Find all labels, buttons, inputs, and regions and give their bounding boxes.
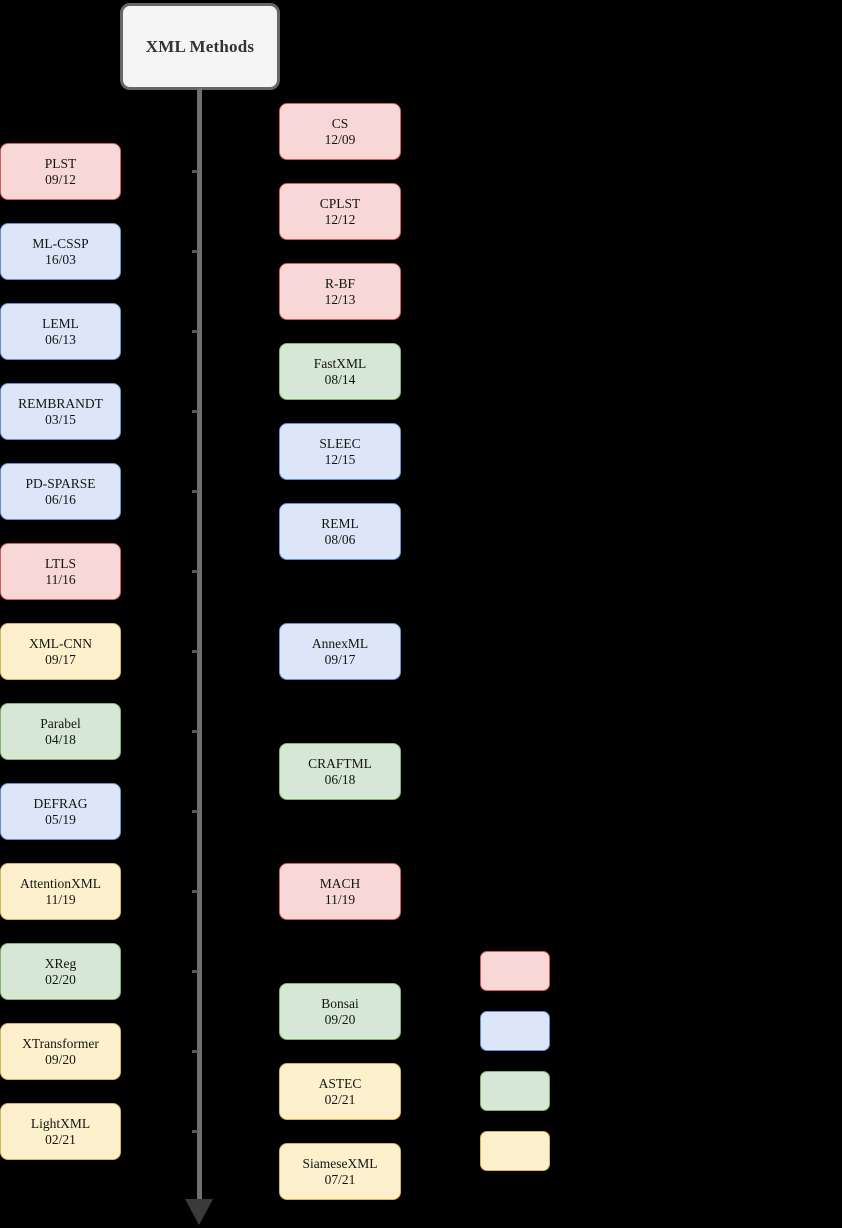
- method-node-name: CRAFTML: [308, 755, 372, 771]
- timeline-tick: [192, 890, 198, 893]
- method-node-date: 16/03: [45, 251, 76, 267]
- timeline-tick: [192, 1050, 198, 1053]
- timeline-axis: [197, 88, 202, 1201]
- timeline-tick: [192, 650, 198, 653]
- legend-swatch-yellow: [480, 1131, 550, 1171]
- method-node-name: FastXML: [313, 355, 367, 371]
- timeline-tick: [192, 810, 198, 813]
- method-node-name: ASTEC: [318, 1075, 362, 1091]
- timeline-tick: [192, 250, 198, 253]
- legend-swatch-green: [480, 1071, 550, 1111]
- timeline-tick: [192, 330, 198, 333]
- method-node-date: 06/18: [324, 771, 356, 787]
- method-node-name: DEFRAG: [33, 795, 88, 811]
- method-node-date: 12/09: [324, 131, 356, 147]
- method-node-date: 09/20: [324, 1011, 356, 1027]
- timeline-tick: [192, 730, 198, 733]
- method-node-date: 04/18: [45, 731, 76, 747]
- method-node-name: LTLS: [44, 555, 76, 571]
- method-node-name: CPLST: [319, 195, 361, 211]
- method-node-date: 06/16: [45, 491, 76, 507]
- method-node-name: PD-SPARSE: [25, 475, 96, 491]
- method-node-date: 09/20: [45, 1051, 76, 1067]
- method-node-name: R-BF: [324, 275, 355, 291]
- method-node-name: XML-CNN: [29, 635, 92, 651]
- method-node-name: ML-CSSP: [32, 235, 89, 251]
- method-node-name: REML: [321, 515, 359, 531]
- method-node-name: SLEEC: [319, 435, 361, 451]
- timeline-arrow-icon: [185, 1199, 213, 1225]
- method-node-name: LightXML: [30, 1115, 91, 1131]
- method-node-date: 12/13: [324, 291, 356, 307]
- method-node-date: 02/20: [45, 971, 76, 987]
- method-node-date: 02/21: [324, 1091, 356, 1107]
- legend-swatch-blue: [480, 1011, 550, 1051]
- category-legend: [480, 951, 560, 1181]
- method-node-date: 08/14: [324, 371, 356, 387]
- method-node-name: MACH: [319, 875, 361, 891]
- method-node-name: LEML: [42, 315, 79, 331]
- method-node-date: 05/19: [45, 811, 76, 827]
- method-node-name: AnnexML: [311, 635, 369, 651]
- method-node-date: 11/19: [45, 891, 76, 907]
- timeline-tick: [192, 170, 198, 173]
- method-node-name: REMBRANDT: [18, 395, 103, 411]
- method-node-date: 12/15: [324, 451, 356, 467]
- method-node-date: 07/21: [324, 1171, 356, 1187]
- timeline-tick: [192, 410, 198, 413]
- method-node-name: XTransformer: [22, 1035, 99, 1051]
- method-node-name: Bonsai: [321, 995, 359, 1011]
- method-node-date: 09/17: [324, 651, 356, 667]
- legend-swatch-pink: [480, 951, 550, 991]
- timeline-tick: [192, 570, 198, 573]
- timeline-tick: [192, 970, 198, 973]
- method-node-date: 09/12: [45, 171, 76, 187]
- method-node-date: 11/16: [45, 571, 76, 587]
- page-title: XML Methods: [145, 36, 255, 56]
- method-node-date: 12/12: [324, 211, 356, 227]
- method-node-name: PLST: [44, 155, 77, 171]
- method-node-date: 09/17: [45, 651, 76, 667]
- method-node-date: 06/13: [45, 331, 76, 347]
- timeline-tick: [192, 490, 198, 493]
- method-node-name: XReg: [44, 955, 77, 971]
- method-node-name: SiameseXML: [302, 1155, 378, 1171]
- method-node-date: 03/15: [45, 411, 76, 427]
- method-node-name: AttentionXML: [20, 875, 101, 891]
- timeline-tick: [192, 1130, 198, 1133]
- method-node-name: Parabel: [40, 715, 81, 731]
- method-node-date: 02/21: [45, 1131, 76, 1147]
- method-node-date: 11/19: [324, 891, 356, 907]
- method-node-name: CS: [331, 115, 349, 131]
- diagram-title-node: XML Methods: [120, 3, 280, 90]
- method-node-date: 08/06: [324, 531, 356, 547]
